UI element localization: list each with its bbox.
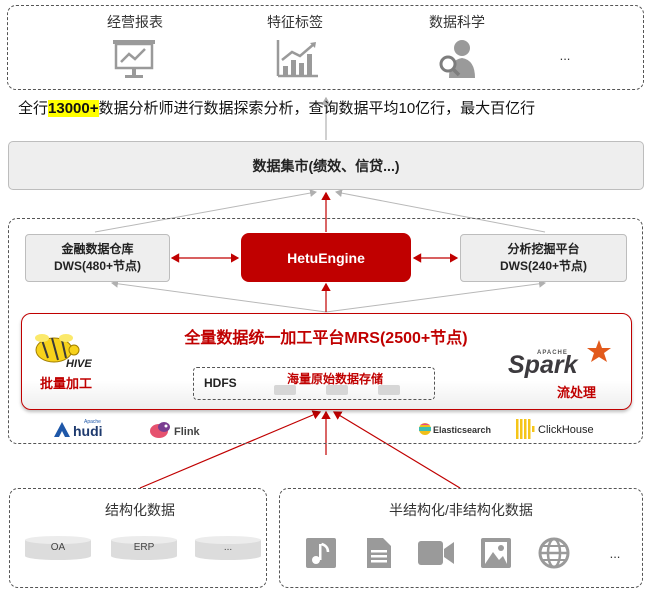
line-chart-icon xyxy=(276,40,318,78)
elasticsearch-logo-text: Elasticsearch xyxy=(433,425,492,435)
top-item-label-features: 特征标签 xyxy=(267,14,323,30)
top-ellipsis: ... xyxy=(559,48,571,63)
finance-dw-line2: DWS(480+节点) xyxy=(53,259,142,273)
datamart-label: 数据集市(绩效、信贷...) xyxy=(252,157,400,174)
flink-logo-text: Flink xyxy=(174,426,200,438)
clickhouse-icon xyxy=(516,419,535,439)
finance-dw-line1: 金融数据仓库 xyxy=(61,242,134,256)
arrow-mrs-to-left xyxy=(111,279,327,313)
unstructured-title: 半结构化/非结构化数据 xyxy=(389,502,533,518)
spark-apache-text: APACHE xyxy=(537,350,568,356)
spark-star-icon xyxy=(587,340,611,362)
storage-blocks-icon xyxy=(274,385,400,395)
hetuengine-label: HetuEngine xyxy=(287,249,365,266)
hudi-small-text: Apache xyxy=(84,419,101,425)
video-icon xyxy=(418,541,454,565)
hudi-logo-text: hudi xyxy=(73,423,103,439)
clickhouse-logo-text: ClickHouse xyxy=(538,424,594,436)
summary-highlight: 13000+ xyxy=(48,100,99,117)
arrow-left-to-datamart xyxy=(94,189,317,233)
consumer-box xyxy=(7,5,644,90)
summary-suffix: 数据分析师进行数据探索分析，查询数据平均10亿行，最大百亿行 xyxy=(98,100,536,117)
more-database-label: ... xyxy=(223,542,233,553)
stream-label: 流处理 xyxy=(557,385,597,400)
document-icon xyxy=(367,538,391,568)
structured-data-box xyxy=(9,488,267,588)
finance-dw-box: 金融数据仓库 DWS(480+节点) xyxy=(25,234,170,282)
globe-icon xyxy=(538,537,570,569)
erp-database: ERP xyxy=(110,535,178,561)
arrow-mrs-to-right xyxy=(325,279,546,313)
hetuengine-box: HetuEngine xyxy=(241,233,411,282)
summary-text: 全行13000+数据分析师进行数据探索分析，查询数据平均10亿行，最大百亿行 xyxy=(18,97,535,118)
mining-platform-line1: 分析挖掘平台 xyxy=(507,242,580,256)
arrow-structured-to-mrs xyxy=(139,410,322,489)
more-database: ... xyxy=(194,535,262,561)
engine-layer-box xyxy=(8,218,643,444)
top-item-label-report: 经营报表 xyxy=(107,14,163,30)
batch-label: 批量加工 xyxy=(40,376,93,391)
arrow-unstructured-to-mrs xyxy=(332,411,461,489)
erp-label: ERP xyxy=(133,542,155,553)
analyst-icon xyxy=(439,40,475,78)
top-item-label-science: 数据科学 xyxy=(429,14,485,30)
mining-platform-line2: DWS(240+节点) xyxy=(499,259,588,273)
image-icon xyxy=(481,538,511,568)
flink-squirrel-icon xyxy=(150,422,170,438)
structured-title: 结构化数据 xyxy=(105,502,175,518)
datamart-box: 数据集市(绩效、信贷...) xyxy=(8,141,644,190)
storage-label: 海量原始数据存储 xyxy=(287,372,384,386)
summary-prefix: 全行 xyxy=(18,100,49,117)
mining-platform-box: 分析挖掘平台 DWS(240+节点) xyxy=(460,234,627,282)
elasticsearch-icon xyxy=(419,423,431,435)
hive-bee-icon xyxy=(35,334,80,363)
arrow-right-to-datamart xyxy=(335,189,546,233)
oa-label: OA xyxy=(50,542,66,553)
hdfs-box xyxy=(193,367,435,400)
spark-logo-text: Spark xyxy=(508,351,578,379)
hive-logo-text: HIVE xyxy=(66,358,92,370)
oa-database: OA xyxy=(24,535,92,561)
presentation-chart-icon xyxy=(113,40,155,78)
music-file-icon xyxy=(306,538,336,568)
unstructured-data-box xyxy=(279,488,643,588)
mrs-title: 全量数据统一加工平台MRS(2500+节点) xyxy=(184,330,468,347)
unstructured-ellipsis: ... xyxy=(609,546,621,561)
hudi-logo-icon xyxy=(54,422,70,437)
hdfs-label: HDFS xyxy=(204,376,237,390)
